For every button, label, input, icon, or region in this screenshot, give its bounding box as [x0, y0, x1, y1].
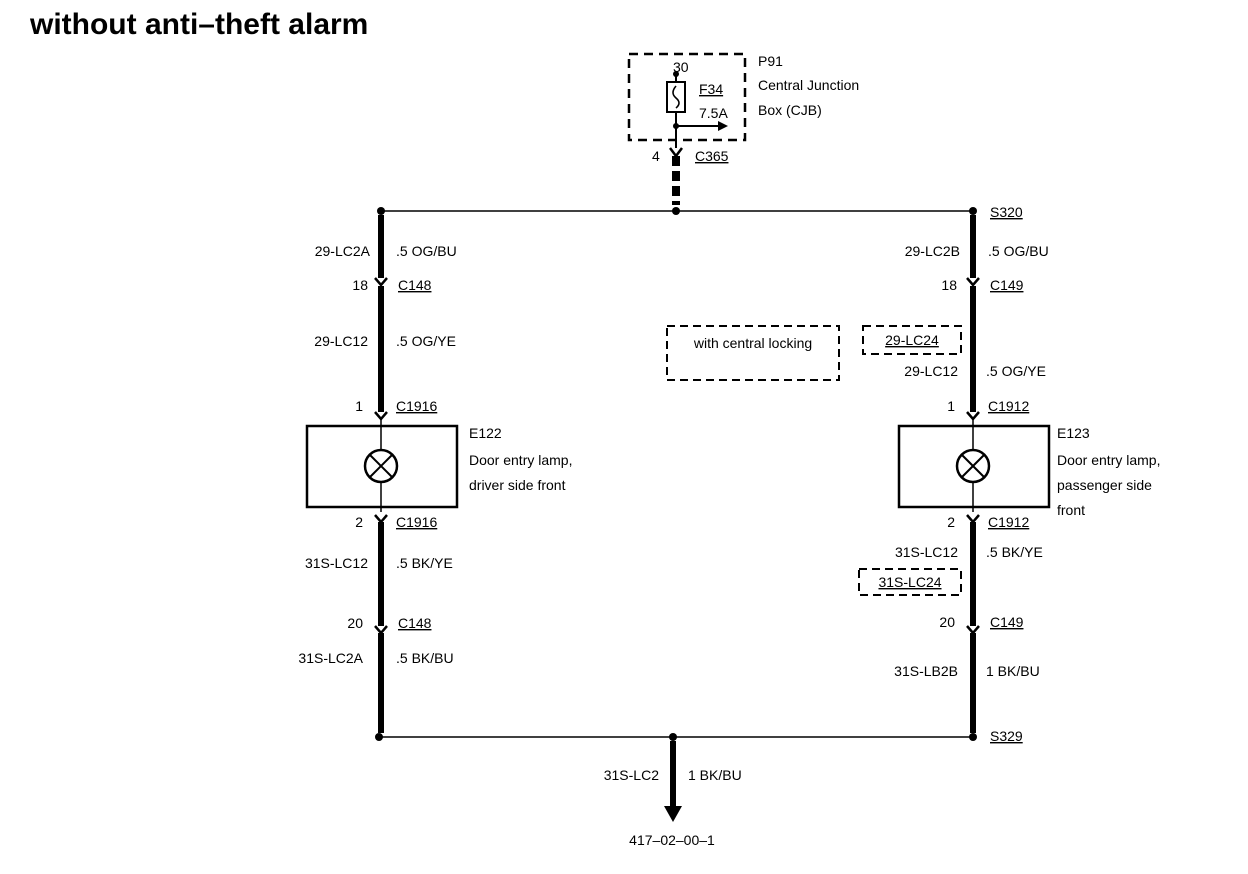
left-lamp-out-pin: 2 — [355, 514, 363, 530]
connector-chevron-icon — [374, 625, 388, 635]
fuse-element-icon — [672, 85, 680, 109]
alt-circuit-bottom: 31S-LC24 — [878, 574, 941, 590]
alt-circuit-top-box — [862, 325, 962, 355]
left-wire3-circuit: 31S-LC12 — [305, 555, 368, 571]
right-wire1-spec: .5 OG/BU — [988, 243, 1049, 259]
right-lamp-line3: front — [1057, 502, 1085, 518]
ground-wire-circuit: 31S-LC2 — [604, 767, 659, 783]
right-lamp-out-name: C1912 — [988, 514, 1029, 530]
central-junction-box: 30 F34 7.5A P91 Central Junction Box (CJ… — [627, 52, 859, 148]
connector-chevron-icon — [669, 147, 683, 159]
left-conn2-name: C148 — [398, 615, 432, 631]
right-wire2-spec: .5 OG/YE — [986, 363, 1046, 379]
cjb-id: P91 — [758, 53, 783, 69]
connector-chevron-icon — [966, 514, 980, 524]
splice-top: S320 — [990, 204, 1023, 220]
left-lamp-id: E122 — [469, 425, 502, 441]
right-lamp-out-pin: 2 — [947, 514, 955, 530]
right-lamp-line2: passenger side — [1057, 477, 1152, 493]
left-wire1-circuit: 29-LC2A — [315, 243, 371, 259]
figure-id: 417–02–00–1 — [629, 832, 715, 848]
connector-chevron-icon — [374, 411, 388, 421]
left-lamp-line2: driver side front — [469, 477, 566, 493]
cjb-connector-name: C365 — [695, 148, 729, 164]
cjb-name-line2: Box (CJB) — [758, 102, 822, 118]
diagram-title: without anti–theft alarm — [29, 8, 368, 41]
cjb-pin-in: 30 — [673, 59, 689, 75]
left-branch: 29-LC2A .5 OG/BU 18 C148 29-LC12 .5 OG/Y… — [298, 215, 572, 733]
connector-chevron-icon — [374, 514, 388, 524]
left-lamp-in-name: C1916 — [396, 398, 437, 414]
left-wire4-circuit: 31S-LC2A — [298, 650, 363, 666]
right-conn1-pin: 18 — [941, 277, 957, 293]
left-conn2-pin: 20 — [347, 615, 363, 631]
left-wire2-circuit: 29-LC12 — [314, 333, 368, 349]
right-wire3-spec: .5 BK/YE — [986, 544, 1043, 560]
fuse-id: F34 — [699, 81, 723, 97]
right-lamp-id: E123 — [1057, 425, 1090, 441]
left-lamp-line1: Door entry lamp, — [469, 452, 572, 468]
cjb-outline — [627, 52, 747, 142]
left-wire3-spec: .5 BK/YE — [396, 555, 453, 571]
left-conn1-name: C148 — [398, 277, 432, 293]
right-wire3-circuit: 31S-LC12 — [895, 544, 958, 560]
right-wire4-spec: 1 BK/BU — [986, 663, 1040, 679]
left-lamp-out-name: C1916 — [396, 514, 437, 530]
right-branch: 29-LC2B .5 OG/BU 18 C149 with central lo… — [666, 215, 1160, 733]
left-lamp-in-pin: 1 — [355, 398, 363, 414]
right-wire1-circuit: 29-LC2B — [905, 243, 960, 259]
bottom-bus: S329 — [375, 728, 1023, 744]
left-conn1-pin: 18 — [352, 277, 368, 293]
cjb-name-line1: Central Junction — [758, 77, 859, 93]
left-wire1-spec: .5 OG/BU — [396, 243, 457, 259]
arrow-down-icon — [664, 806, 682, 822]
right-conn2-pin: 20 — [939, 614, 955, 630]
lamp-icon — [955, 448, 991, 484]
top-bus: S320 — [377, 204, 1023, 220]
right-conn2-name: C149 — [990, 614, 1024, 630]
connector-chevron-icon — [374, 277, 388, 287]
ground-wire-spec: 1 BK/BU — [688, 767, 742, 783]
left-wire4-spec: .5 BK/BU — [396, 650, 454, 666]
lamp-icon — [363, 448, 399, 484]
right-lamp-line1: Door entry lamp, — [1057, 452, 1160, 468]
splice-bottom: S329 — [990, 728, 1023, 744]
right-lamp-in-pin: 1 — [947, 398, 955, 414]
right-lamp-in-name: C1912 — [988, 398, 1029, 414]
arrow-right-icon — [718, 121, 728, 131]
right-wire2-circuit: 29-LC12 — [904, 363, 958, 379]
cjb-connector-pin: 4 — [652, 148, 660, 164]
option-note: with central locking — [693, 335, 812, 351]
lamp-housing-driver — [305, 424, 459, 509]
connector-chevron-icon — [966, 625, 980, 635]
connector-chevron-icon — [966, 411, 980, 421]
left-wire2-spec: .5 OG/YE — [396, 333, 456, 349]
cjb-output-wire: 4 C365 — [652, 147, 729, 205]
ground-wire: 31S-LC2 1 BK/BU — [604, 741, 742, 822]
right-conn1-name: C149 — [990, 277, 1024, 293]
connector-chevron-icon — [966, 277, 980, 287]
fuse-rating: 7.5A — [699, 105, 728, 121]
lamp-housing-passenger — [897, 424, 1051, 509]
alt-circuit-top: 29-LC24 — [885, 332, 939, 348]
right-wire4-circuit: 31S-LB2B — [894, 663, 958, 679]
option-note-box — [666, 325, 840, 381]
